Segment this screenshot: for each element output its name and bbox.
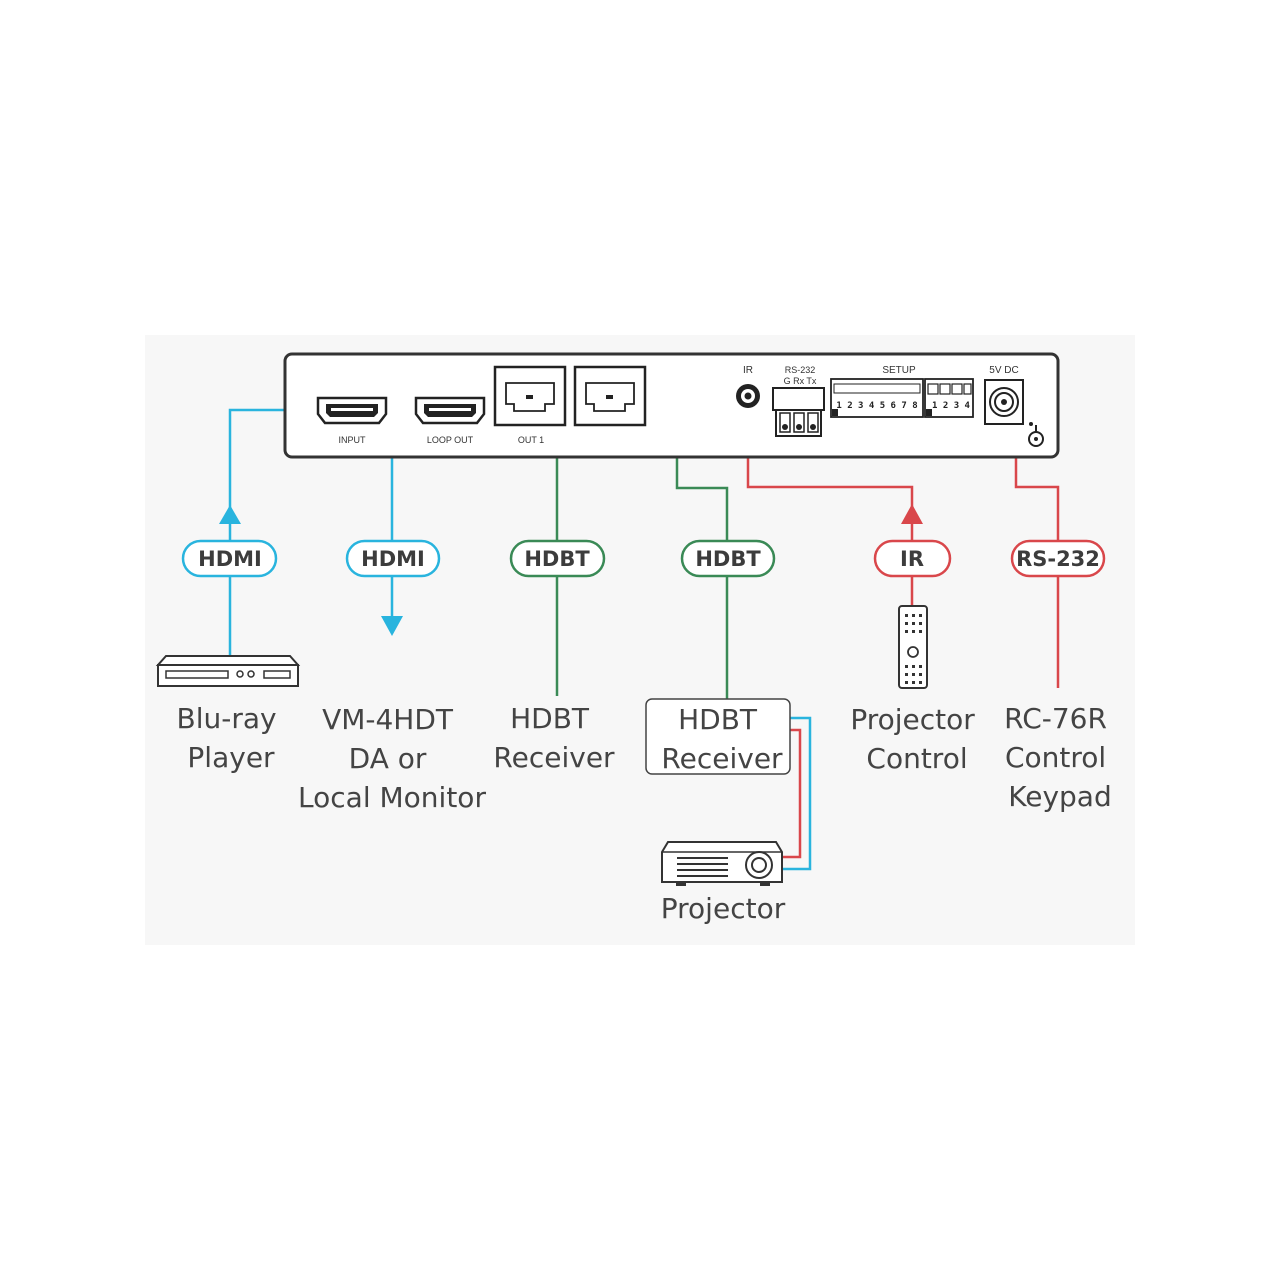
rs232-port-label: RS-232 <box>785 365 816 375</box>
setup-dip-right-numbers: 1 2 3 4 <box>932 401 971 411</box>
setup-dip-switch-4[interactable] <box>924 378 974 418</box>
power-polarity-icon <box>1028 422 1044 447</box>
setup-label: SETUP <box>882 365 916 376</box>
out1-port-label: OUT 1 <box>518 435 544 445</box>
pill-rs232-text: RS-232 <box>1016 547 1100 571</box>
pill-rs232: RS-232 <box>1010 539 1106 578</box>
pill-hdmi-loop-out-text: HDMI <box>361 547 425 571</box>
pill-hdmi-loop-out: HDMI <box>345 539 441 578</box>
remote-control-icon <box>898 605 928 689</box>
pill-hdbt-out1: HDBT <box>509 539 606 578</box>
hdbt-receiver-1-label: HDBT Receiver <box>493 702 615 774</box>
rs232-terminal-block[interactable] <box>772 387 825 437</box>
hdbt-out1-port[interactable] <box>493 365 567 427</box>
local-monitor-label: VM-4HDT DA or Local Monitor <box>298 703 486 814</box>
bluray-player-label: Blu-ray Player <box>177 702 286 774</box>
hdbt-out2-port[interactable] <box>573 365 647 427</box>
projector-icon <box>661 841 783 886</box>
loop-out-port-label: LOOP OUT <box>427 435 474 445</box>
pill-hdbt-out2: HDBT <box>680 539 776 578</box>
pill-hdmi-input-text: HDMI <box>198 547 262 571</box>
input-port-label: INPUT <box>339 435 367 445</box>
device-rear-panel: INPUT LOOP OUT OUT 1 IR RS-232 <box>283 352 1060 459</box>
hdmi-input-port[interactable] <box>316 396 388 425</box>
pill-ir: IR <box>873 539 952 578</box>
hdmi-loop-out-port[interactable] <box>414 396 486 425</box>
receiver-projector-hdmi-cable <box>782 716 812 871</box>
hdmi-input-arrow-icon <box>219 505 241 524</box>
ir-jack[interactable] <box>736 384 760 408</box>
projector-label: Projector <box>661 892 786 925</box>
setup-dip-left-numbers: 1 2 3 4 5 6 7 8 <box>836 401 917 411</box>
pill-ir-text: IR <box>900 547 924 571</box>
pill-hdmi-input: HDMI <box>181 539 278 578</box>
power-jack[interactable] <box>984 379 1024 425</box>
setup-dip-switch-8[interactable] <box>830 378 924 418</box>
hdmi-loop-out-arrow-icon <box>381 616 403 636</box>
rs232-pins-label: G Rx Tx <box>784 376 817 386</box>
hdbt-receiver-2-label: HDBT Receiver <box>661 703 783 775</box>
pill-hdbt-out1-text: HDBT <box>524 547 590 571</box>
ir-port-label: IR <box>743 365 753 376</box>
bluray-player-icon <box>155 655 301 687</box>
power-port-label: 5V DC <box>989 365 1018 376</box>
receiver-projector-red-cable <box>782 728 802 859</box>
hdbt-receiver-box <box>645 698 791 775</box>
pill-hdbt-out2-text: HDBT <box>695 547 761 571</box>
control-keypad-label: RC-76R Control Keypad <box>1004 702 1116 813</box>
projector-control-label: Projector Control <box>850 703 983 775</box>
ir-arrow-icon <box>901 504 923 524</box>
